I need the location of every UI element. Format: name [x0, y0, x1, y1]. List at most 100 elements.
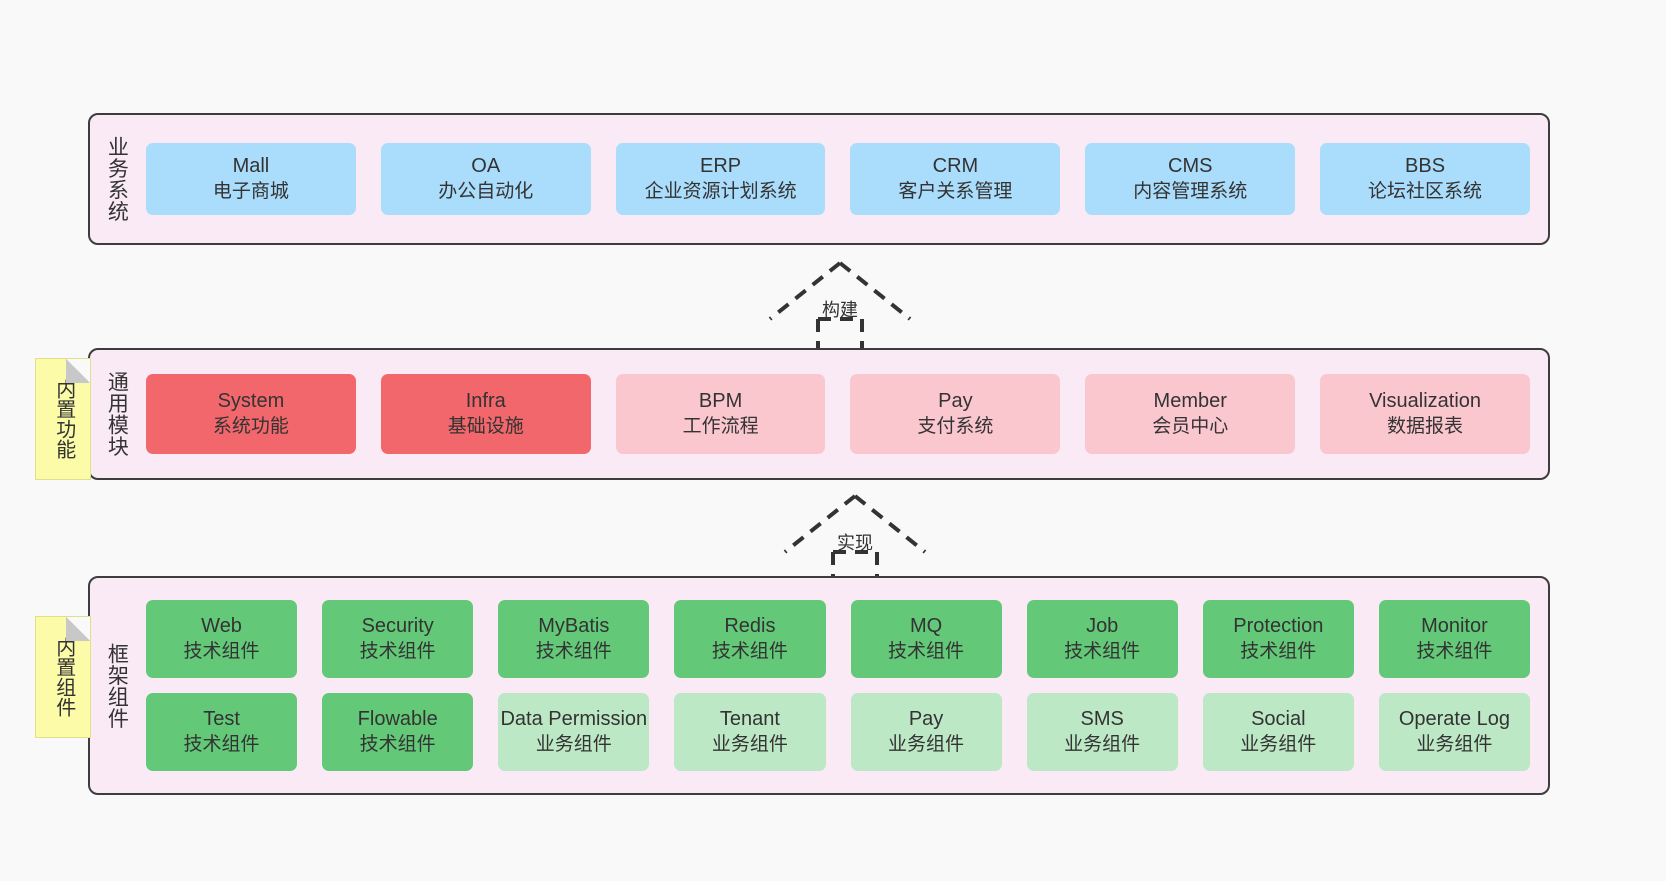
- node-oa-title: OA: [471, 155, 501, 178]
- node-visualization-title: Visualization: [1369, 390, 1482, 413]
- layer-body-framework-components: Web 技术组件 Security 技术组件 MyBatis 技术组件 Redi…: [142, 578, 1548, 793]
- node-mybatis-subtitle: 技术组件: [535, 640, 612, 662]
- node-monitor-title: Monitor: [1421, 615, 1488, 638]
- node-web-title: Web: [201, 615, 242, 638]
- layer-common-modules: 通用模块 System 系统功能 Infra 基础设施 BPM 工作流程 Pay…: [88, 348, 1550, 480]
- node-sms-title: SMS: [1080, 708, 1124, 731]
- dashed-hollow-arrow-up-icon: [783, 494, 927, 590]
- layer-body-common-modules: System 系统功能 Infra 基础设施 BPM 工作流程 Pay 支付系统…: [142, 350, 1548, 478]
- note-builtin-function: 内置功能: [35, 358, 91, 480]
- node-mybatis-title: MyBatis: [538, 615, 610, 638]
- node-redis-subtitle: 技术组件: [711, 640, 788, 662]
- note-builtin-component-label: 内置组件: [52, 637, 75, 717]
- node-web-subtitle: 技术组件: [183, 640, 260, 662]
- node-oa[interactable]: OA 办公自动化: [380, 143, 591, 215]
- node-flowable[interactable]: Flowable 技术组件: [322, 693, 474, 771]
- layer-row: System 系统功能 Infra 基础设施 BPM 工作流程 Pay 支付系统…: [146, 374, 1530, 454]
- node-mall-subtitle: 电子商城: [212, 180, 289, 202]
- node-redis-title: Redis: [724, 615, 776, 638]
- node-security-subtitle: 技术组件: [359, 640, 436, 662]
- node-protection-subtitle: 技术组件: [1240, 640, 1317, 662]
- node-erp-title: ERP: [700, 155, 742, 178]
- node-monitor-subtitle: 技术组件: [1416, 640, 1493, 662]
- dashed-hollow-arrow-up-icon: [768, 261, 912, 357]
- node-test[interactable]: Test 技术组件: [146, 693, 298, 771]
- node-erp-subtitle: 企业资源计划系统: [644, 180, 797, 202]
- node-bbs-subtitle: 论坛社区系统: [1368, 180, 1483, 202]
- connector-realize-label: 实现: [837, 533, 873, 553]
- node-cms[interactable]: CMS 内容管理系统: [1085, 143, 1296, 215]
- node-bpm[interactable]: BPM 工作流程: [615, 374, 826, 454]
- node-bbs[interactable]: BBS 论坛社区系统: [1320, 143, 1530, 215]
- node-tenant-subtitle: 业务组件: [711, 733, 788, 755]
- connector-build-label: 构建: [822, 300, 858, 320]
- connector-build: 构建: [745, 257, 935, 357]
- node-cms-title: CMS: [1168, 155, 1213, 178]
- note-builtin-component: 内置组件: [35, 616, 91, 738]
- node-visualization-subtitle: 数据报表: [1387, 415, 1464, 437]
- node-operate-log[interactable]: Operate Log 业务组件: [1378, 693, 1530, 771]
- layer-business-system: 业务系统 Mall 电子商城 OA 办公自动化 ERP 企业资源计划系统 CRM…: [88, 113, 1550, 245]
- node-crm[interactable]: CRM 客户关系管理: [850, 143, 1061, 215]
- node-mall[interactable]: Mall 电子商城: [146, 143, 356, 215]
- node-pay-subtitle: 支付系统: [917, 415, 994, 437]
- node-data-permission-subtitle: 业务组件: [535, 733, 612, 755]
- node-monitor[interactable]: Monitor 技术组件: [1378, 600, 1530, 678]
- node-visualization[interactable]: Visualization 数据报表: [1320, 374, 1530, 454]
- node-system[interactable]: System 系统功能: [146, 374, 356, 454]
- layer-title-framework-components: 框架组件: [105, 642, 129, 729]
- layer-row: Web 技术组件 Security 技术组件 MyBatis 技术组件 Redi…: [146, 600, 1530, 678]
- layer-row: Test 技术组件 Flowable 技术组件 Data Permission …: [146, 693, 1530, 771]
- node-sms[interactable]: SMS 业务组件: [1026, 693, 1178, 771]
- node-sms-subtitle: 业务组件: [1064, 733, 1141, 755]
- node-web[interactable]: Web 技术组件: [146, 600, 298, 678]
- node-social-subtitle: 业务组件: [1240, 733, 1317, 755]
- node-data-permission[interactable]: Data Permission 业务组件: [498, 693, 650, 771]
- node-member-title: Member: [1153, 390, 1227, 413]
- node-job[interactable]: Job 技术组件: [1026, 600, 1178, 678]
- node-flowable-subtitle: 技术组件: [359, 733, 436, 755]
- node-mq-subtitle: 技术组件: [888, 640, 965, 662]
- node-data-permission-title: Data Permission: [500, 708, 648, 731]
- node-cms-subtitle: 内容管理系统: [1133, 180, 1248, 202]
- note-builtin-function-label: 内置功能: [52, 379, 75, 459]
- node-protection[interactable]: Protection 技术组件: [1202, 600, 1354, 678]
- node-pay-biz-subtitle: 业务组件: [888, 733, 965, 755]
- layer-title-common-modules: 通用模块: [105, 371, 129, 457]
- node-job-title: Job: [1086, 615, 1119, 638]
- node-test-subtitle: 技术组件: [183, 733, 260, 755]
- node-system-title: System: [217, 390, 285, 413]
- node-member-subtitle: 会员中心: [1152, 415, 1229, 437]
- node-bpm-title: BPM: [698, 390, 743, 413]
- node-mybatis[interactable]: MyBatis 技术组件: [498, 600, 650, 678]
- node-protection-title: Protection: [1233, 615, 1324, 638]
- layer-body-business-system: Mall 电子商城 OA 办公自动化 ERP 企业资源计划系统 CRM 客户关系…: [142, 115, 1548, 243]
- node-pay-biz[interactable]: Pay 业务组件: [850, 693, 1002, 771]
- connector-realize: 实现: [760, 490, 950, 590]
- layer-framework-components: 框架组件 Web 技术组件 Security 技术组件 MyBatis 技术组件…: [88, 576, 1550, 795]
- node-crm-title: CRM: [932, 155, 979, 178]
- node-redis[interactable]: Redis 技术组件: [674, 600, 826, 678]
- node-system-subtitle: 系统功能: [212, 415, 289, 437]
- node-crm-subtitle: 客户关系管理: [898, 180, 1013, 202]
- node-pay-title: Pay: [938, 390, 973, 413]
- node-operate-log-subtitle: 业务组件: [1416, 733, 1493, 755]
- node-security-title: Security: [361, 615, 434, 638]
- node-flowable-title: Flowable: [357, 708, 438, 731]
- node-social[interactable]: Social 业务组件: [1202, 693, 1354, 771]
- node-erp[interactable]: ERP 企业资源计划系统: [615, 143, 826, 215]
- node-pay[interactable]: Pay 支付系统: [850, 374, 1061, 454]
- node-member[interactable]: Member 会员中心: [1085, 374, 1296, 454]
- node-infra[interactable]: Infra 基础设施: [380, 374, 591, 454]
- node-security[interactable]: Security 技术组件: [322, 600, 474, 678]
- layer-row: Mall 电子商城 OA 办公自动化 ERP 企业资源计划系统 CRM 客户关系…: [146, 143, 1530, 215]
- node-test-title: Test: [203, 708, 240, 731]
- node-pay-biz-title: Pay: [908, 708, 944, 731]
- node-mq[interactable]: MQ 技术组件: [850, 600, 1002, 678]
- node-tenant-title: Tenant: [719, 708, 780, 731]
- node-tenant[interactable]: Tenant 业务组件: [674, 693, 826, 771]
- node-oa-subtitle: 办公自动化: [438, 180, 534, 202]
- node-infra-title: Infra: [465, 390, 506, 413]
- node-mall-title: Mall: [232, 155, 270, 178]
